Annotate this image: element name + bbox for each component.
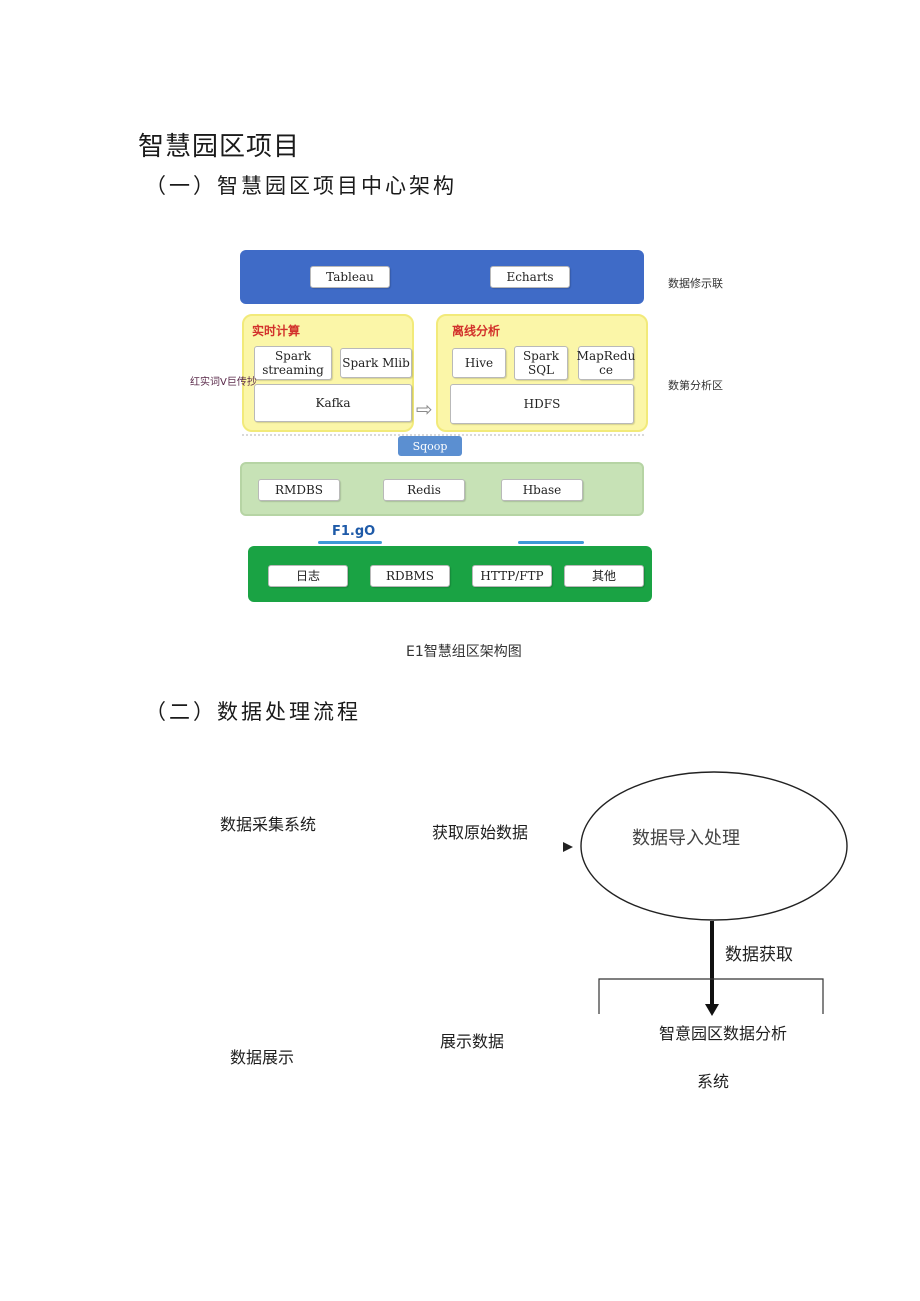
- import-ellipse: [580, 771, 848, 921]
- analytics-layer: [242, 314, 644, 436]
- hbase-box: Hbase: [501, 479, 583, 501]
- source-log-box: 日志: [268, 565, 348, 587]
- section-heading-process: （二）数据处理流程: [145, 700, 361, 724]
- source-rdbms-box: RDBMS: [370, 565, 450, 587]
- import-process-label: 数据导入处理: [632, 828, 740, 849]
- spark-streaming-box: Spark streaming: [254, 346, 332, 380]
- echarts-box: Echarts: [490, 266, 570, 288]
- redis-box: Redis: [383, 479, 465, 501]
- visualization-layer: [240, 250, 644, 304]
- realtime-title: 实时计算: [252, 324, 301, 338]
- sqoop-box: Sqoop: [398, 436, 462, 456]
- hive-box: Hive: [452, 348, 506, 378]
- source-http-ftp-box: HTTP/FTP: [472, 565, 552, 587]
- page-title: 智慧园区项目: [138, 132, 301, 162]
- mapreduce-box: MapRedu ce: [577, 346, 635, 380]
- source-other-box: 其他: [564, 565, 644, 587]
- collect-system-label: 数据采集系统: [220, 815, 317, 834]
- analysis-box-top: [598, 978, 824, 1014]
- section-heading-architecture: （一）智慧园区项目中心架构: [145, 174, 457, 198]
- fetch-data-label: 数据获取: [725, 945, 793, 965]
- spark-sql-box: Spark SQL: [514, 346, 568, 380]
- kafka-box: Kafka: [254, 384, 412, 422]
- left-vertical-label: 红实词V巨传抄: [190, 377, 257, 388]
- spark-mlib-box: Spark Mlib: [340, 348, 412, 378]
- flume-connector-left: [318, 541, 382, 544]
- analysis-system-label-line2: 系统: [697, 1072, 730, 1091]
- arrow-right-icon: ⇨: [416, 397, 433, 421]
- right-label-display: 数据修示联: [668, 277, 723, 290]
- show-data-label: 展示数据: [440, 1032, 505, 1051]
- flume-connector-right: [518, 541, 584, 544]
- flow-connectors: [563, 771, 848, 1016]
- rmdbs-box: RMDBS: [258, 479, 340, 501]
- analysis-system-label-line1: 智意园区数据分析: [659, 1024, 788, 1043]
- offline-title: 离线分析: [452, 324, 501, 338]
- data-display-label: 数据展示: [230, 1048, 295, 1067]
- arrowhead-left-icon: [563, 842, 573, 852]
- get-raw-data-label: 获取原始数据: [432, 823, 529, 842]
- architecture-diagram: Tableau Echarts 实时计算 Spark streaming Spa…: [190, 240, 750, 620]
- right-label-analysis: 数第分析区: [668, 379, 723, 392]
- flume-label: F1.gO: [332, 524, 376, 539]
- figure-caption: E1智慧组区架构图: [406, 644, 522, 660]
- tableau-box: Tableau: [310, 266, 390, 288]
- arrowhead-down-icon: [705, 1004, 719, 1016]
- hdfs-box: HDFS: [450, 384, 634, 424]
